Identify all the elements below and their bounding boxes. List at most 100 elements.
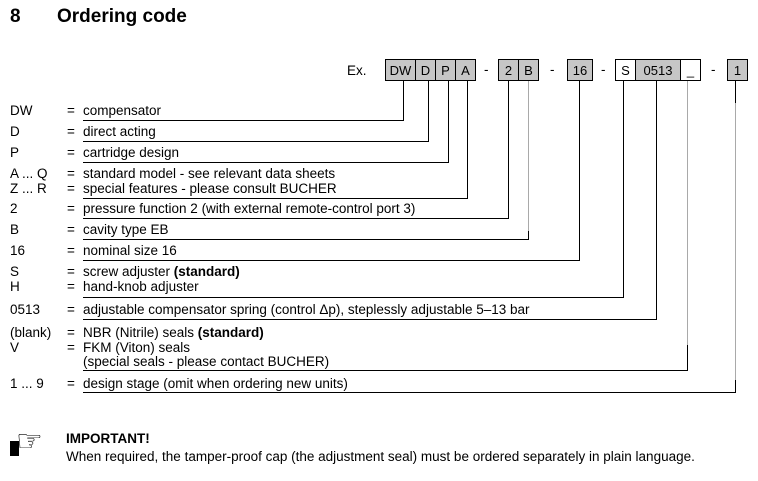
code-label: A ... Q — [10, 166, 48, 181]
equals-sign: = — [67, 325, 75, 340]
code-description: NBR (Nitrile) seals (standard) — [83, 325, 264, 340]
connector-line-0513 — [656, 81, 657, 320]
code-box-16: 16 — [567, 59, 593, 81]
equals-sign: = — [67, 166, 75, 181]
code-label: 16 — [10, 243, 26, 258]
section-number: 8 — [10, 6, 21, 27]
code-description: adjustable compensator spring (control Δ… — [83, 302, 530, 317]
code-label: P — [10, 145, 20, 160]
code-description: hand-knob adjuster — [83, 279, 199, 294]
connector-line-2 — [508, 81, 509, 219]
code-description: direct acting — [83, 124, 156, 139]
code-description: special features - please consult BUCHER — [83, 181, 337, 196]
row-line-0513 — [83, 319, 657, 320]
row-line-a — [83, 198, 468, 199]
row-line-b — [83, 239, 529, 240]
equals-sign: = — [67, 243, 75, 258]
equals-sign: = — [67, 103, 75, 118]
equals-sign: = — [67, 279, 75, 294]
separator-dash: - — [550, 62, 555, 77]
equals-sign: = — [67, 376, 75, 391]
legend-row-16: 16 = nominal size 16 — [10, 243, 177, 258]
code-box-group-adjuster-spring: S 0513 _ — [615, 59, 701, 81]
connector-line-d — [428, 81, 429, 142]
code-label: 2 — [10, 201, 18, 216]
legend-row-19: 1 ... 9 = design stage (omit when ordering… — [10, 376, 348, 391]
code-box-dw: DW — [385, 59, 416, 81]
code-label: H — [10, 279, 20, 294]
separator-dash: - — [601, 62, 606, 77]
page-title: Ordering code — [57, 6, 187, 27]
legend-row-aq: A ... Q = standard model - see relevant da… — [10, 166, 335, 181]
connector-line-s — [623, 81, 624, 298]
connector-line-16 — [579, 81, 580, 261]
code-label: S — [10, 264, 20, 279]
legend-row-zr: Z ... R = special features - please consul… — [10, 181, 337, 196]
code-box-1: 1 — [727, 59, 748, 81]
legend-row-s: S = screw adjuster (standard) — [10, 264, 240, 279]
code-description: compensator — [83, 103, 162, 118]
code-box-b: B — [518, 59, 539, 81]
row-line-seal — [83, 370, 688, 371]
code-description: cartridge design — [83, 145, 180, 160]
equals-sign: = — [67, 222, 75, 237]
code-box-s: S — [615, 59, 636, 81]
legend-row-2: 2=pressure function 2 (with external rem… — [10, 201, 415, 216]
code-box-group-type: DW D P A — [385, 59, 476, 81]
connector-line-p — [448, 81, 449, 163]
legend-row-v: V = FKM (Viton) seals — [10, 340, 190, 355]
note-heading: IMPORTANT! — [66, 431, 150, 446]
code-description: cavity type EB — [83, 222, 169, 237]
equals-sign: = — [67, 201, 75, 216]
legend-row-special-seals: (special seals - please contact BUCHER) — [10, 354, 329, 369]
equals-sign: = — [67, 124, 75, 139]
equals-sign: = — [67, 181, 75, 196]
row-line-2 — [83, 218, 509, 219]
code-box-p: P — [435, 59, 456, 81]
legend-row-p: P = cartridge design — [10, 145, 179, 160]
legend-row-dw: DW = compensator — [10, 103, 161, 118]
code-description: standard model - see relevant data sheet… — [83, 166, 336, 181]
code-description: (special seals - please contact BUCHER) — [83, 354, 330, 369]
code-box-d: D — [415, 59, 436, 81]
equals-sign: = — [67, 302, 75, 317]
equals-sign: = — [67, 264, 75, 279]
code-label: Z ... R — [10, 181, 47, 196]
row-line-1 — [83, 392, 736, 393]
code-box-group-size: 16 — [567, 59, 593, 81]
row-line-s — [83, 297, 624, 298]
row-line-p — [83, 162, 449, 163]
row-line-dw — [83, 120, 404, 121]
legend-row-blank: (blank) = NBR (Nitrile) seals (standard) — [10, 325, 264, 340]
code-description: FKM (Viton) seals — [83, 340, 191, 355]
equals-sign: = — [67, 145, 75, 160]
code-description: nominal size 16 — [83, 243, 177, 258]
code-label: (blank) — [10, 325, 52, 340]
separator-dash: - — [484, 62, 489, 77]
note-text: When required, the tamper-proof cap (the… — [66, 449, 695, 464]
legend-row-d: D = direct acting — [10, 124, 156, 139]
code-label: D — [10, 124, 20, 139]
equals-sign: = — [67, 340, 75, 355]
code-label: DW — [10, 103, 33, 118]
connector-line-dw — [403, 81, 404, 121]
hand-cuff-shape — [10, 441, 19, 456]
code-box-2: 2 — [498, 59, 519, 81]
code-description: screw adjuster (standard) — [83, 264, 240, 279]
connector-line-1-gray — [735, 103, 736, 380]
connector-line-b-gray — [528, 81, 529, 231]
code-box-seal: _ — [680, 59, 701, 81]
row-line-16 — [83, 260, 580, 261]
code-label: V — [10, 340, 20, 355]
legend-row-0513: 0513=adjustable compensator spring (cont… — [10, 302, 530, 317]
code-box-a: A — [455, 59, 476, 81]
example-label: Ex. — [347, 63, 367, 78]
code-description: design stage (omit when ordering new uni… — [83, 376, 348, 391]
row-line-d — [83, 141, 429, 142]
code-box-group-function: 2 B — [498, 59, 539, 81]
legend-row-h: H = hand-knob adjuster — [10, 279, 199, 294]
code-label: 1 ... 9 — [10, 376, 44, 391]
legend-row-b: B=cavity type EB — [10, 222, 169, 237]
connector-line-a — [467, 81, 468, 199]
